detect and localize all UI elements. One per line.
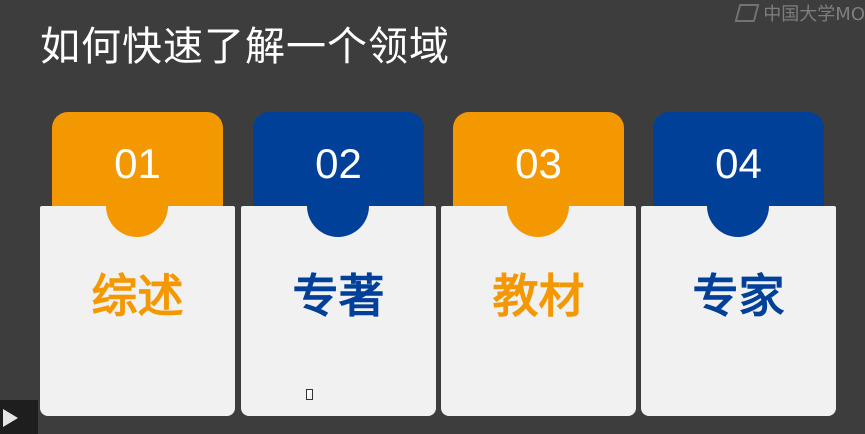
card-body: 专著 <box>241 206 436 416</box>
card-number: 02 <box>315 140 362 187</box>
card-number: 04 <box>715 140 762 187</box>
card-body: 教材 <box>441 206 636 416</box>
watermark-text: 中国大学MO <box>763 4 865 25</box>
card-label: 综述 <box>91 269 184 323</box>
card-label: 专著 <box>292 269 385 323</box>
card-tab: 04 <box>653 112 824 212</box>
card-body: 综述 <box>40 206 235 416</box>
cursor-icon <box>306 389 313 400</box>
card-3: 03 教材 <box>441 112 641 417</box>
mooc-logo-icon <box>734 4 760 22</box>
play-icon <box>3 409 18 427</box>
card-tab: 01 <box>52 112 223 212</box>
card-tab: 03 <box>453 112 624 212</box>
card-label: 专家 <box>692 269 785 323</box>
card-number: 03 <box>515 140 562 187</box>
watermark: 中国大学MO <box>734 0 865 26</box>
card-1: 01 综述 <box>40 112 240 417</box>
card-label: 教材 <box>492 269 585 323</box>
play-button[interactable] <box>0 400 38 434</box>
card-number: 01 <box>114 140 161 187</box>
card-4: 04 专家 <box>641 112 841 417</box>
card-2: 02 专著 <box>241 112 441 417</box>
card-tab: 02 <box>253 112 424 212</box>
card-body: 专家 <box>641 206 836 416</box>
slide-title: 如何快速了解一个领域 <box>40 24 450 70</box>
